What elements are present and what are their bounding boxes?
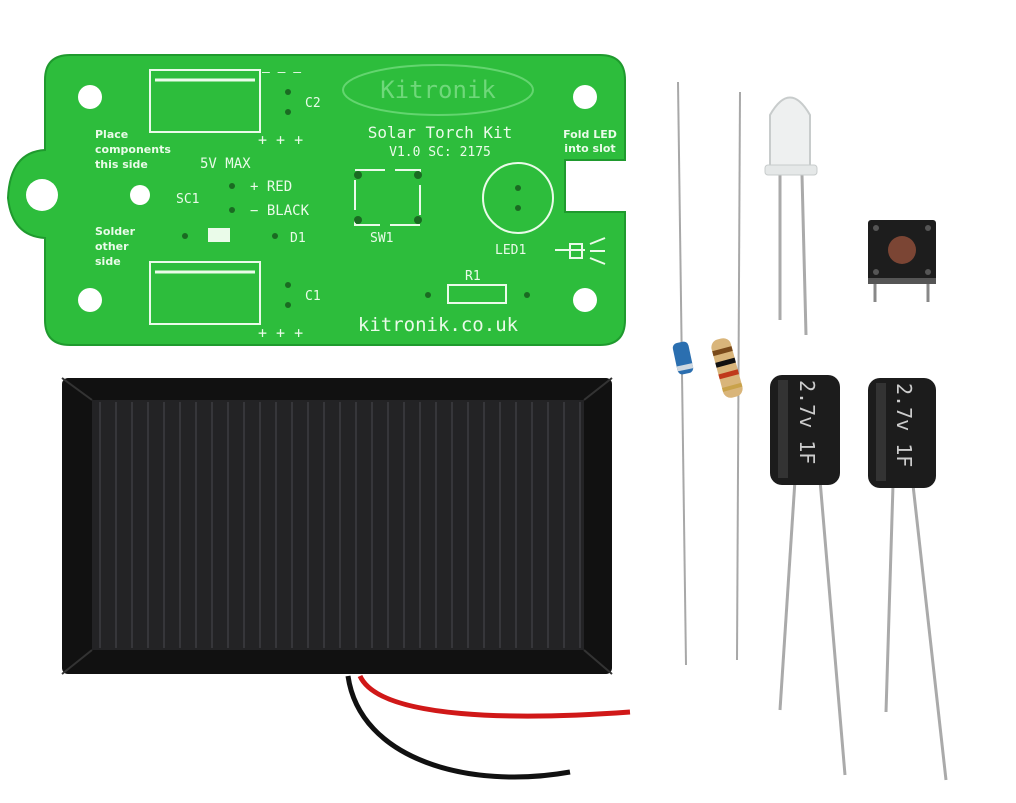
fold-led-label: into slot: [564, 142, 615, 155]
minus-row: — — —: [262, 65, 301, 80]
supercapacitor-1: 2.7v 1F: [770, 375, 847, 776]
red-wire: [357, 674, 631, 719]
kitronik-logo: Kitronik: [380, 76, 496, 104]
plus-row: + + +: [258, 324, 303, 342]
fold-led-label: Fold LED: [563, 128, 617, 141]
place-components-label: this side: [95, 158, 148, 171]
sw1-label: SW1: [370, 231, 393, 246]
pcb-version: V1.0 SC: 2175: [389, 145, 491, 160]
r1-label: R1: [465, 269, 481, 284]
black-label: − BLACK: [250, 203, 310, 219]
solder-side-label: other: [95, 240, 129, 253]
c2-label: C2: [305, 96, 321, 111]
capacitor-marking: 2.7v 1F: [795, 380, 819, 464]
diode: [672, 81, 694, 666]
resistor: [711, 91, 743, 661]
max-voltage-label: 5V MAX: [200, 156, 251, 172]
sc1-label: SC1: [176, 192, 199, 207]
supercapacitor-2: 2.7v 1F: [868, 378, 948, 781]
solar-panel: [61, 377, 613, 675]
black-wire: [345, 675, 571, 780]
plus-row: + + +: [258, 131, 303, 149]
pcb-board: Kitronik Solar Torch Kit V1.0 SC: 2175 F…: [6, 54, 626, 346]
place-components-label: components: [95, 143, 171, 156]
solder-side-label: Solder: [95, 225, 136, 238]
capacitor-marking: 2.7v 1F: [892, 383, 916, 467]
place-components-label: Place: [95, 128, 128, 141]
d1-label: D1: [290, 231, 306, 246]
pcb-title: Solar Torch Kit: [368, 123, 513, 142]
website-label: kitronik.co.uk: [358, 314, 519, 336]
led-symbol: [555, 237, 606, 265]
red-label: + RED: [250, 179, 292, 195]
led: [764, 96, 818, 336]
led1-label: LED1: [495, 243, 526, 258]
tactile-switch: [868, 220, 936, 302]
c1-label: C1: [305, 289, 321, 304]
solder-side-label: side: [95, 255, 121, 268]
